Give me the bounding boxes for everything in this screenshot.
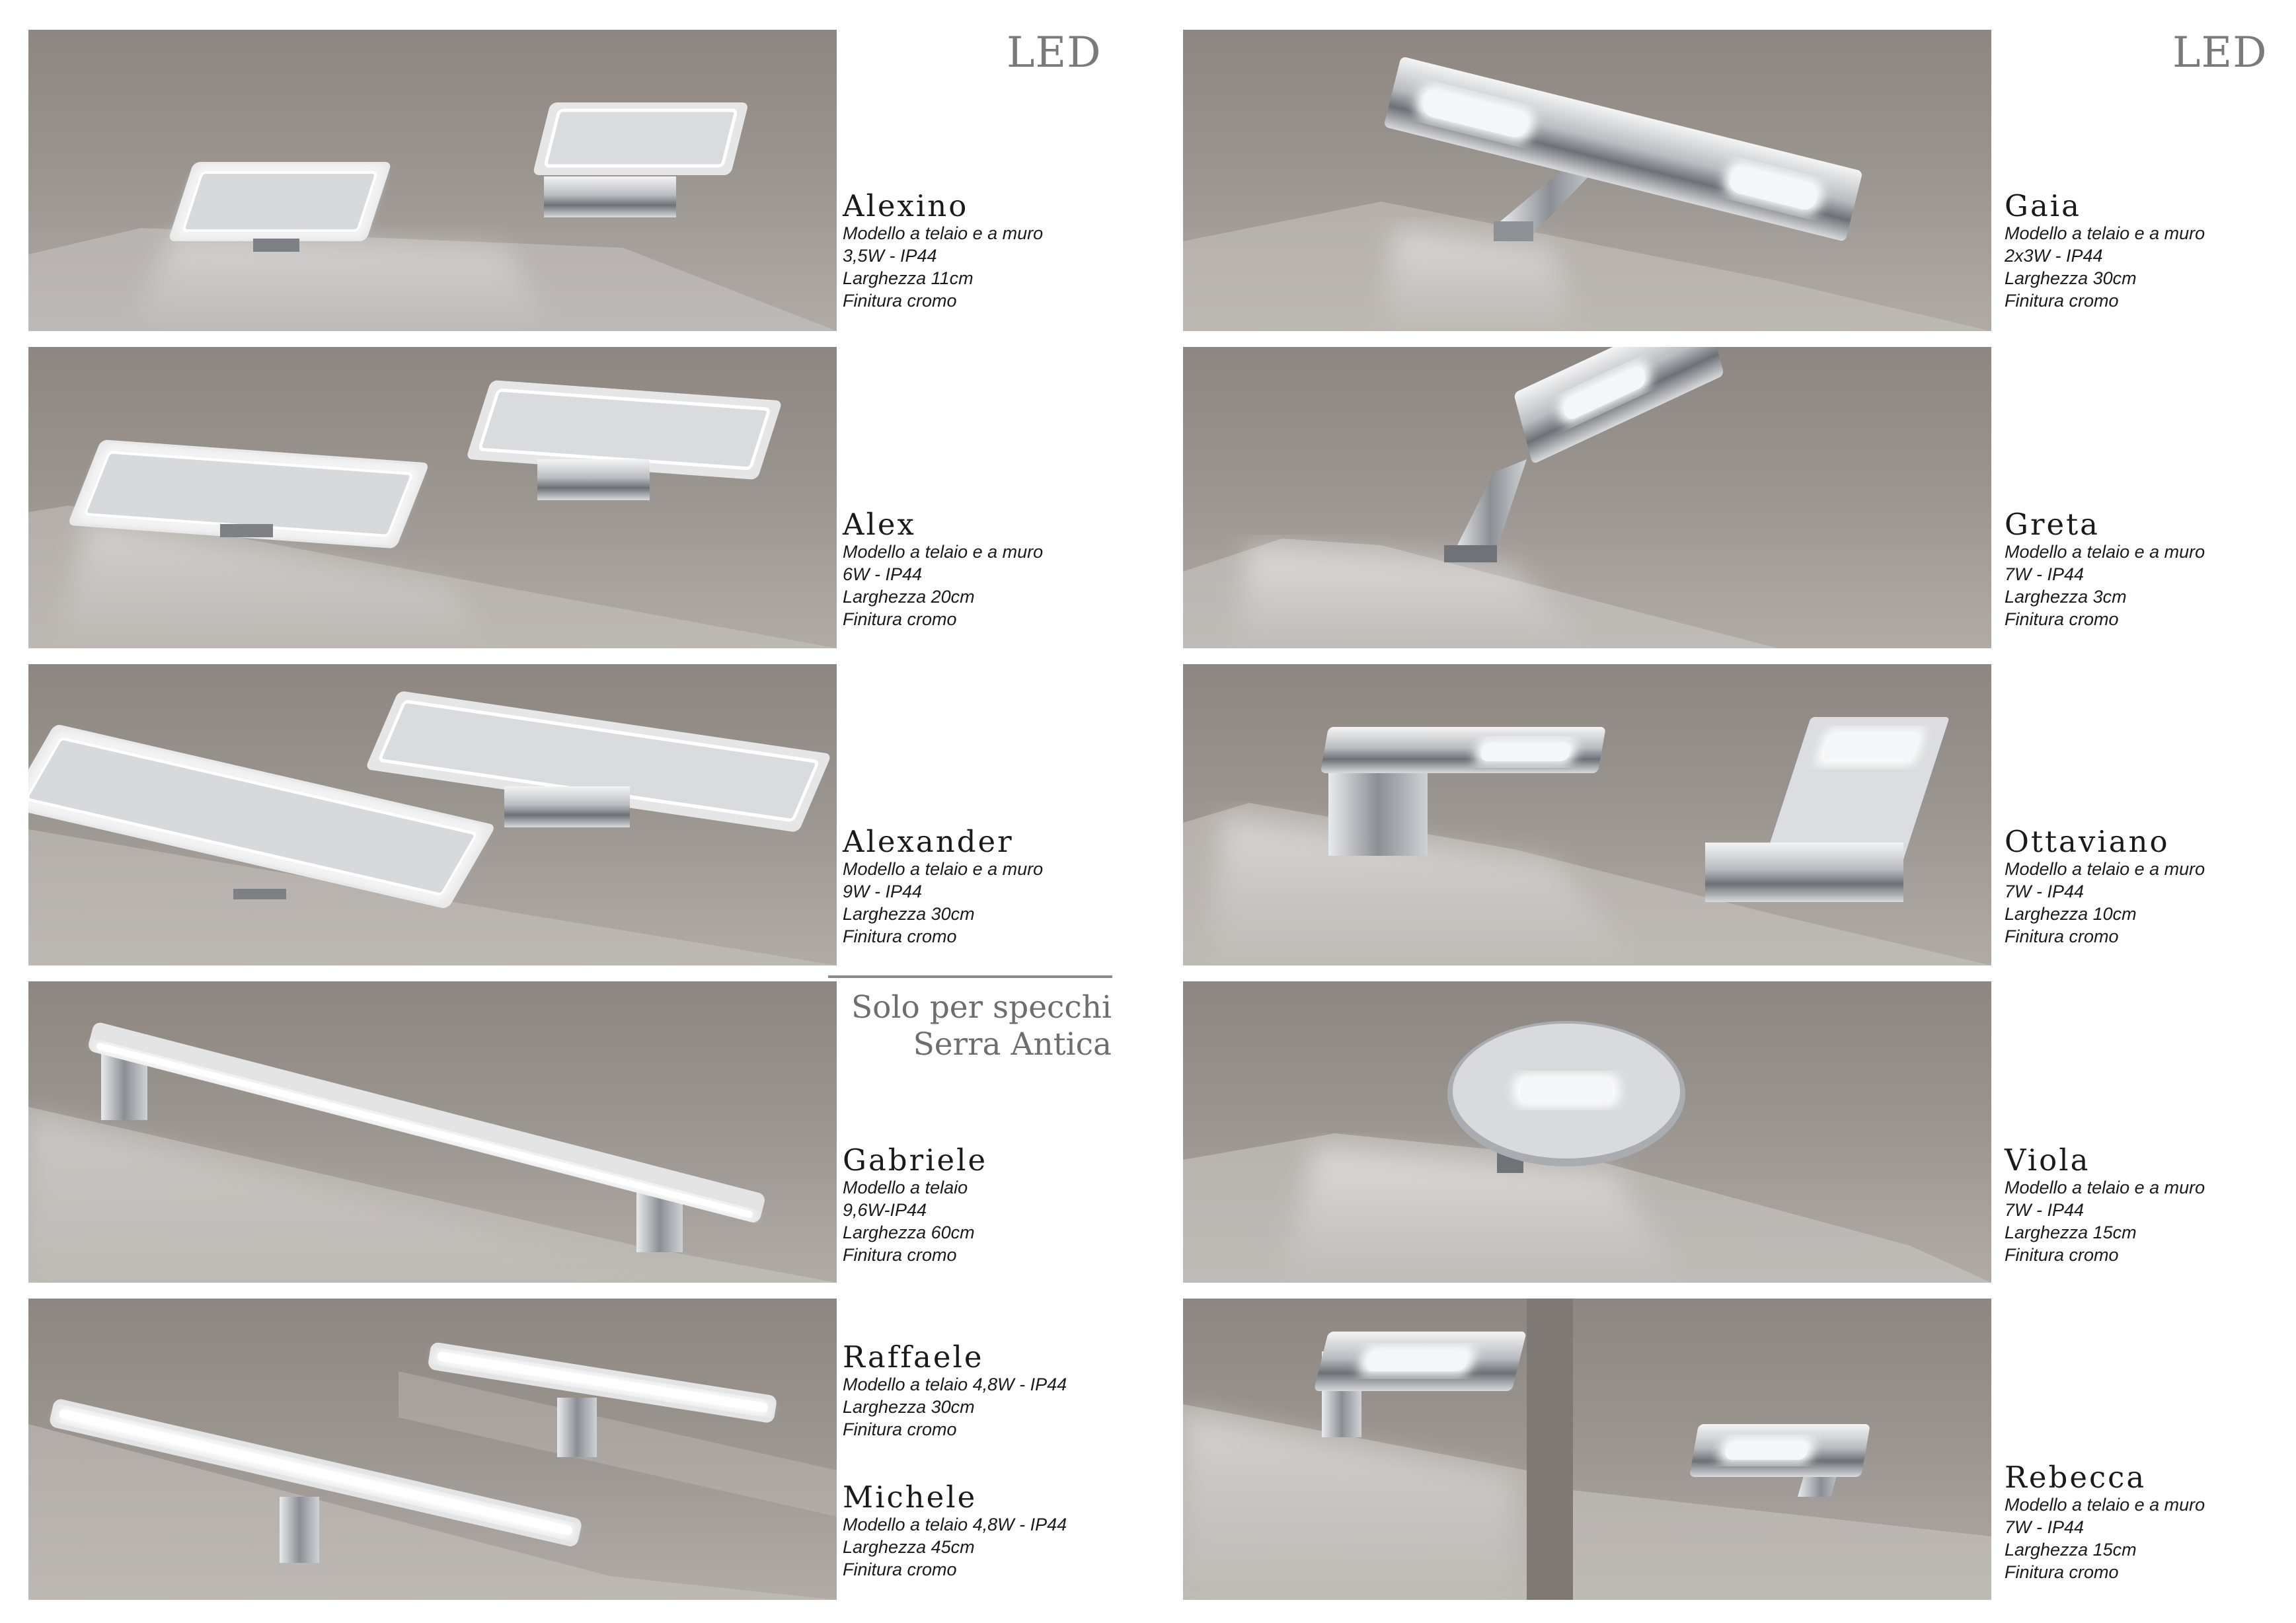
note-serra-antica: Solo per specchi Serra Antica <box>793 989 1112 1063</box>
product-info-alexino: Alexino Modello a telaio e a muro 3,5W -… <box>843 190 1043 312</box>
product-info-gaia: Gaia Modello a telaio e a muro 2x3W - IP… <box>2005 190 2205 312</box>
note-line-1: Solo per specchi <box>851 989 1112 1026</box>
product-spec: Modello a telaio 4,8W - IP44 <box>843 1375 1067 1394</box>
product-spec: Modello a telaio e a muro <box>2005 1178 2205 1197</box>
product-photo-ottaviano <box>1183 664 1991 965</box>
product-spec: Larghezza 15cm <box>2005 1223 2137 1242</box>
product-name: Viola <box>2005 1143 2090 1178</box>
alex-lamp-back <box>467 380 781 480</box>
product-photo-greta <box>1183 347 1991 648</box>
product-info-ottaviano: Ottaviano Modello a telaio e a muro 7W -… <box>2005 826 2205 948</box>
product-spec: Larghezza 45cm <box>843 1537 975 1557</box>
product-spec: Larghezza 30cm <box>843 904 975 924</box>
product-spec: Larghezza 15cm <box>2005 1540 2137 1560</box>
product-photo-alexander <box>28 664 837 965</box>
product-photo-rebecca <box>1183 1299 1991 1600</box>
product-spec: Modello a telaio e a muro <box>2005 542 2205 562</box>
product-spec: Larghezza 20cm <box>843 587 975 607</box>
rebecca-lamp-right <box>1690 1424 1870 1477</box>
product-name: Alexander <box>843 824 1014 859</box>
product-photo-gaia <box>1183 30 1991 331</box>
product-spec: Finitura cromo <box>2005 1245 2119 1265</box>
product-photo-gabriele <box>28 981 837 1283</box>
product-spec: Finitura cromo <box>2005 1562 2119 1582</box>
product-name: Alexino <box>843 188 969 223</box>
product-photo-alexino <box>28 30 837 331</box>
product-photo-alex <box>28 347 837 648</box>
viola-lamp-disc <box>1447 1021 1685 1166</box>
product-name: Gaia <box>2005 188 2081 223</box>
product-info-michele: Michele Modello a telaio 4,8W - IP44 Lar… <box>843 1482 1067 1581</box>
product-info-viola: Viola Modello a telaio e a muro 7W - IP4… <box>2005 1145 2205 1266</box>
product-photo-viola <box>1183 981 1991 1283</box>
product-spec: Finitura cromo <box>2005 609 2119 629</box>
product-spec: 7W - IP44 <box>2005 882 2085 901</box>
product-spec: Modello a telaio 4,8W - IP44 <box>843 1515 1067 1534</box>
product-name: Greta <box>2005 507 2100 542</box>
product-spec: 3,5W - IP44 <box>843 246 937 266</box>
product-spec: Larghezza 30cm <box>843 1397 975 1417</box>
product-spec: Modello a telaio e a muro <box>2005 223 2205 243</box>
product-spec: Finitura cromo <box>2005 926 2119 946</box>
alexino-lamp-front <box>169 162 391 241</box>
product-spec: 6W - IP44 <box>843 564 923 584</box>
product-spec: 9W - IP44 <box>843 882 923 901</box>
note-line-2: Serra Antica <box>913 1026 1112 1063</box>
alexander-lamp-back <box>367 691 830 832</box>
product-spec: Finitura cromo <box>843 1560 957 1579</box>
product-spec: Larghezza 11cm <box>843 268 974 288</box>
product-spec: Finitura cromo <box>2005 291 2119 311</box>
product-spec: Finitura cromo <box>843 926 957 946</box>
led-label-right: LED <box>2172 28 2268 77</box>
product-info-greta: Greta Modello a telaio e a muro 7W - IP4… <box>2005 509 2205 630</box>
ottaviano-lamp-wall <box>1320 727 1605 773</box>
product-info-alexander: Alexander Modello a telaio e a muro 9W -… <box>843 826 1043 948</box>
product-spec: Larghezza 60cm <box>843 1223 975 1242</box>
product-name: Alex <box>843 507 916 542</box>
alexander-lamp-front <box>28 724 494 909</box>
alex-lamp-front <box>69 439 428 548</box>
note-divider <box>828 975 1112 978</box>
product-spec: Modello a telaio e a muro <box>843 542 1044 562</box>
gaia-lamp-bar <box>1385 57 1862 241</box>
raffaele-lamp-bar <box>428 1342 777 1423</box>
product-name: Gabriele <box>843 1143 988 1178</box>
product-spec: 7W - IP44 <box>2005 564 2085 584</box>
product-info-gabriele: Gabriele Modello a telaio 9,6W-IP44 Larg… <box>843 1145 987 1266</box>
gabriele-lamp-bar <box>89 1022 765 1223</box>
greta-lamp-head <box>1514 347 1724 463</box>
product-spec: Modello a telaio e a muro <box>2005 859 2205 879</box>
product-name: Raffaele <box>843 1340 984 1375</box>
product-spec: Modello a telaio e a muro <box>843 223 1044 243</box>
product-name: Ottaviano <box>2005 824 2170 859</box>
product-spec: 2x3W - IP44 <box>2005 246 2103 266</box>
product-spec: Larghezza 30cm <box>2005 268 2137 288</box>
product-spec: Finitura cromo <box>843 1419 957 1439</box>
product-info-alex: Alex Modello a telaio e a muro 6W - IP44… <box>843 509 1043 630</box>
product-spec: Modello a telaio <box>843 1178 968 1197</box>
product-info-raffaele: Raffaele Modello a telaio 4,8W - IP44 La… <box>843 1341 1067 1441</box>
product-spec: Modello a telaio e a muro <box>2005 1495 2205 1515</box>
product-spec: 7W - IP44 <box>2005 1517 2085 1537</box>
product-spec: Larghezza 10cm <box>2005 904 2137 924</box>
product-spec: Modello a telaio e a muro <box>843 859 1044 879</box>
product-spec: 9,6W-IP44 <box>843 1200 927 1220</box>
product-photo-raffaele-michele <box>28 1299 837 1600</box>
product-spec: Finitura cromo <box>843 291 957 311</box>
alexino-lamp-back <box>533 102 747 175</box>
rebecca-lamp-left <box>1315 1332 1526 1391</box>
product-info-rebecca: Rebecca Modello a telaio e a muro 7W - I… <box>2005 1462 2205 1583</box>
product-spec: Larghezza 3cm <box>2005 587 2127 607</box>
product-spec: Finitura cromo <box>843 1245 957 1265</box>
michele-lamp-bar <box>50 1399 582 1546</box>
product-name: Michele <box>843 1480 977 1515</box>
product-spec: 7W - IP44 <box>2005 1200 2085 1220</box>
product-name: Rebecca <box>2005 1460 2147 1495</box>
product-spec: Finitura cromo <box>843 609 957 629</box>
led-label-left: LED <box>1007 28 1102 77</box>
